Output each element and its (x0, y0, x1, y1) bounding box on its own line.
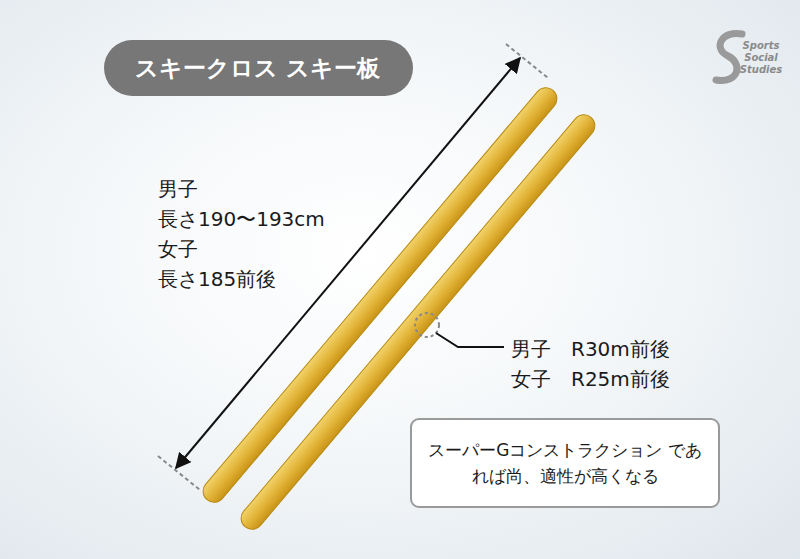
leader-line (436, 333, 504, 347)
dimension-label: 長さ190〜193cm (158, 206, 325, 233)
callout-circle (415, 313, 439, 337)
title-text: スキークロス スキー板 (135, 53, 380, 84)
logo-text: Sports Social Studies (730, 40, 792, 76)
dimension-label: 長さ185前後 (158, 266, 276, 293)
radius-label: 男子 R30m前後 (511, 336, 670, 363)
note-text: スーパーGコンストラクション であれば尚、適性が高くなる (422, 437, 708, 490)
radius-label: 女子 R25m前後 (511, 366, 670, 393)
note-box: スーパーGコンストラクション であれば尚、適性が高くなる (410, 418, 720, 508)
logo-mark (716, 33, 742, 80)
title-pill: スキークロス スキー板 (104, 40, 413, 96)
dimension-label: 女子 (158, 236, 198, 263)
dimension-label: 男子 (158, 176, 198, 203)
node-body: スーパーGコンストラクション であれば尚、適性が高くなる (422, 437, 708, 490)
dimension-arrow (176, 58, 520, 468)
extension-line (506, 44, 548, 78)
extension-line (158, 456, 200, 490)
